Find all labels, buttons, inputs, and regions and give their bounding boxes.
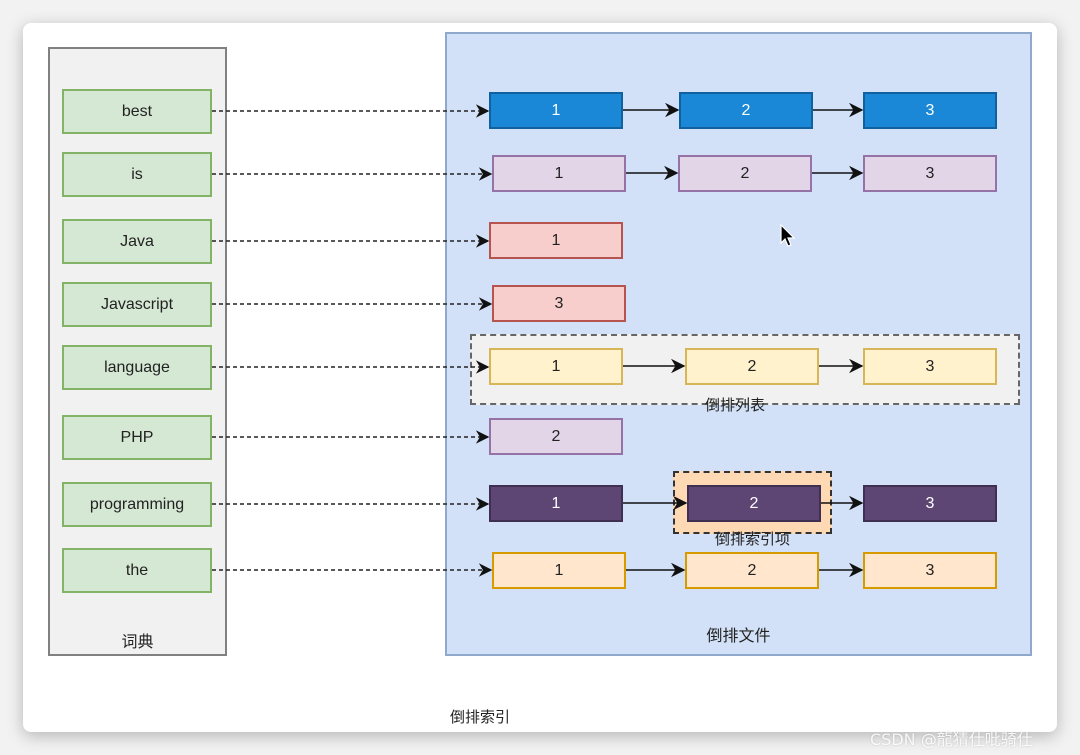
posting-node: 2 xyxy=(687,485,821,522)
posting-node: 2 xyxy=(685,348,819,385)
posting-node: 3 xyxy=(492,285,626,322)
posting-node: 1 xyxy=(489,92,623,129)
dictionary-term: programming xyxy=(62,482,212,527)
posting-node: 3 xyxy=(863,485,997,522)
posting-node: 1 xyxy=(492,155,626,192)
posting-node: 2 xyxy=(489,418,623,455)
posting-list-label: 倒排列表 xyxy=(704,396,765,414)
posting-node: 3 xyxy=(863,552,997,589)
posting-node: 3 xyxy=(863,155,997,192)
dictionary-term: Java xyxy=(62,219,212,264)
posting-node: 3 xyxy=(863,92,997,129)
posting-file-label: 倒排文件 xyxy=(706,626,771,645)
dictionary-term: PHP xyxy=(62,415,212,460)
posting-node: 2 xyxy=(678,155,812,192)
dictionary-term: language xyxy=(62,345,212,390)
watermark: CSDN @龍猜仕吡骑仕 xyxy=(870,730,1033,749)
dictionary-term: Javascript xyxy=(62,282,212,327)
mouse-cursor-icon xyxy=(780,223,796,253)
diagram-title: 倒排索引 xyxy=(449,708,510,726)
posting-node: 1 xyxy=(489,222,623,259)
posting-item-label: 倒排索引项 xyxy=(714,530,790,548)
posting-node: 1 xyxy=(492,552,626,589)
dictionary-term: is xyxy=(62,152,212,197)
posting-node: 3 xyxy=(863,348,997,385)
dictionary-term: best xyxy=(62,89,212,134)
posting-node: 1 xyxy=(489,348,623,385)
posting-node: 1 xyxy=(489,485,623,522)
dictionary-term: the xyxy=(62,548,212,593)
posting-node: 2 xyxy=(679,92,813,129)
posting-node: 2 xyxy=(685,552,819,589)
dictionary-label: 词典 xyxy=(121,632,154,651)
